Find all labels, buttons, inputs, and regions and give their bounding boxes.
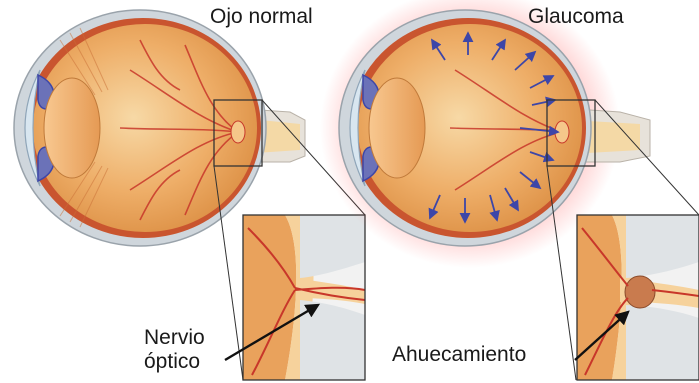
label-optic-nerve-line2: óptico (144, 350, 205, 374)
glaucoma-optic-nerve-inset (575, 215, 699, 380)
label-optic-nerve: Nervio óptico (144, 326, 205, 374)
normal-optic-nerve-inset (225, 215, 365, 380)
title-normal-eye: Ojo normal (210, 5, 313, 29)
title-glaucoma: Glaucoma (528, 5, 624, 29)
optic-cup (625, 276, 655, 308)
label-optic-nerve-line1: Nervio (144, 326, 205, 350)
label-cupping: Ahuecamiento (392, 343, 526, 367)
